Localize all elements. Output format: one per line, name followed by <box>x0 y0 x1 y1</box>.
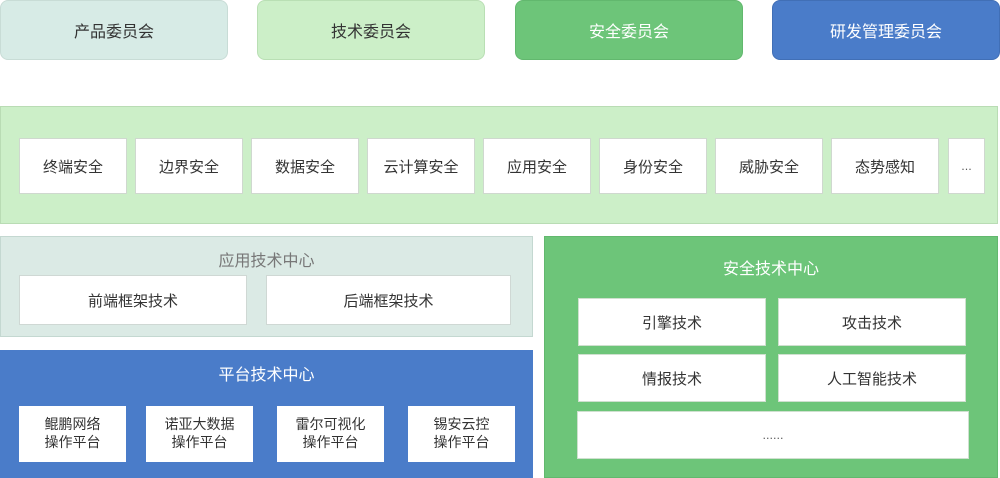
capability-boundary-security: 边界安全 <box>135 138 243 194</box>
committee-technology: 技术委员会 <box>257 0 485 60</box>
platform-item-line2: 操作平台 <box>302 435 359 451</box>
platform-tech-center-title: 平台技术中心 <box>218 365 315 384</box>
capability-more: ... <box>948 138 985 194</box>
security-tech-more: ...... <box>577 411 969 459</box>
platform-item-line2: 操作平台 <box>433 435 490 451</box>
platform-item-kunpeng: 鲲鹏网络 操作平台 <box>19 406 126 462</box>
capability-identity-security: 身份安全 <box>599 138 707 194</box>
frontend-framework-tech: 前端框架技术 <box>19 275 247 325</box>
platform-item-zion: 锡安云控 操作平台 <box>408 406 515 462</box>
capability-threat-security: 威胁安全 <box>715 138 823 194</box>
platform-item-line1: 鲲鹏网络 <box>44 417 101 433</box>
security-capability-band: 终端安全 边界安全 数据安全 云计算安全 应用安全 身份安全 威胁安全 态势感知… <box>0 106 998 224</box>
capability-data-security: 数据安全 <box>251 138 359 194</box>
platform-item-line1: 雷尔可视化 <box>295 417 366 433</box>
engine-tech: 引擎技术 <box>578 298 766 346</box>
security-tech-center-title: 安全技术中心 <box>722 259 819 278</box>
application-tech-center-title: 应用技术中心 <box>218 251 315 270</box>
capability-cloud-security: 云计算安全 <box>367 138 475 194</box>
capability-application-security: 应用安全 <box>483 138 591 194</box>
capability-situational-awareness: 态势感知 <box>831 138 939 194</box>
platform-item-line2: 操作平台 <box>44 435 101 451</box>
committee-security: 安全委员会 <box>515 0 743 60</box>
capability-endpoint-security: 终端安全 <box>19 138 127 194</box>
committee-rd-management: 研发管理委员会 <box>772 0 1000 60</box>
intelligence-tech: 情报技术 <box>578 354 766 402</box>
platform-item-line1: 锡安云控 <box>433 417 490 433</box>
committee-product: 产品委员会 <box>0 0 228 60</box>
platform-item-rayer: 雷尔可视化 操作平台 <box>277 406 384 462</box>
attack-tech: 攻击技术 <box>778 298 966 346</box>
platform-item-noah: 诺亚大数据 操作平台 <box>146 406 253 462</box>
ai-tech: 人工智能技术 <box>778 354 966 402</box>
application-tech-center: 应用技术中心 前端框架技术 后端框架技术 <box>0 236 533 337</box>
security-tech-center: 安全技术中心 引擎技术 攻击技术 情报技术 人工智能技术 ...... <box>544 236 998 478</box>
backend-framework-tech: 后端框架技术 <box>266 275 511 325</box>
platform-item-line1: 诺亚大数据 <box>164 417 235 433</box>
platform-item-line2: 操作平台 <box>171 435 228 451</box>
platform-tech-center: 平台技术中心 鲲鹏网络 操作平台 诺亚大数据 操作平台 雷尔可视化 操作平台 锡… <box>0 350 533 478</box>
